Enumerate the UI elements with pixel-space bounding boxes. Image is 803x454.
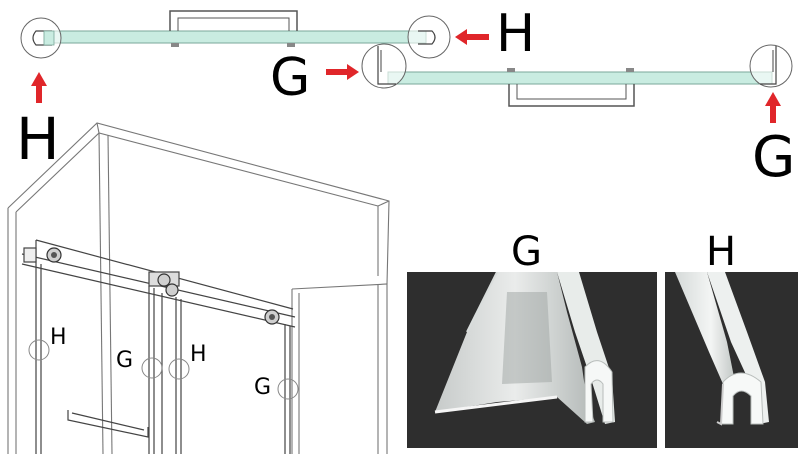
label-iso-g-center: G [116,348,134,373]
label-h-top-right: H [496,4,536,64]
top-view-lower-left-circle [361,43,407,89]
photo-h-seal [665,272,798,448]
photo-title-g: G [511,229,542,275]
enclosure-rollers [46,247,280,325]
seal-location-circles [28,339,299,400]
top-view-upper-right-circle [407,15,451,59]
photo-g-seal [407,272,657,448]
label-g-bottom-right: G [752,125,796,190]
g-seal-shape [407,272,657,448]
label-iso-h-center: H [190,342,207,367]
photo-title-h: H [706,229,737,275]
label-h-bottom-left: H [16,105,60,173]
top-view-lower-panel [387,68,773,107]
label-g-left: G [270,48,311,108]
top-view-left-circle [20,17,62,59]
top-view-lower-right-circle [749,44,793,88]
top-view-upper-panel [43,10,427,47]
arrow-right-g [326,64,359,80]
red-arrows [31,29,781,123]
h-seal-shape [665,272,798,448]
enclosure-frame [7,122,390,454]
arrow-up-left [31,72,47,103]
arrow-up-right [765,92,781,123]
label-iso-g-right: G [254,375,272,400]
label-iso-h-left: H [50,325,67,350]
arrow-left-top [455,29,489,45]
